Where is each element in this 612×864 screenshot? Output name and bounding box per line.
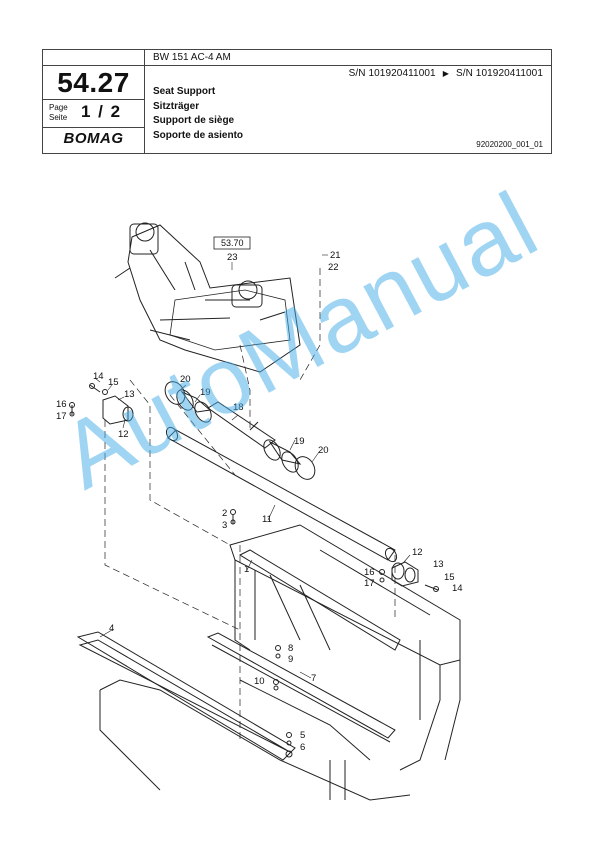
divider (43, 65, 551, 66)
tube-part-11 (165, 426, 398, 563)
bolt-part-2-3 (230, 509, 236, 525)
callout-14: 14 (93, 371, 104, 382)
divider (43, 127, 144, 128)
leader-lines (94, 254, 411, 679)
bolt-part-10 (273, 679, 279, 691)
serial-from: S/N 101920411001 (348, 68, 436, 79)
callout-5: 5 (300, 730, 305, 741)
strip-part-7 (206, 632, 396, 743)
section-number: 54.27 (57, 67, 130, 98)
exploded-parts-diagram: 53.70 23 21 22 14 15 16 17 13 12 20 19 1… (56, 222, 463, 801)
bolt-part-8-9 (275, 645, 281, 659)
callout-23: 23 (227, 252, 238, 263)
callout-18: 18 (233, 402, 244, 413)
callout-22: 22 (328, 262, 339, 273)
ring-part-20-right (294, 456, 316, 480)
bomag-logo: BOMAG (63, 130, 124, 147)
page-number: 1 / 2 (81, 102, 121, 121)
callout-16: 16 (56, 399, 67, 410)
callout-10: 10 (254, 676, 265, 687)
page-label-de: Seite (49, 113, 68, 122)
callouts: 53.70 23 21 22 14 15 16 17 13 12 20 19 1… (56, 238, 463, 753)
ref-box-label: 53.70 (221, 238, 244, 248)
callout-8: 8 (288, 643, 293, 654)
callout-3: 3 (222, 520, 227, 531)
title-en: Seat Support (153, 86, 216, 97)
callout-15: 15 (108, 377, 119, 388)
callout-14b: 14 (452, 583, 463, 594)
callout-12b: 12 (412, 547, 423, 558)
callout-16b: 16 (364, 567, 375, 578)
seat-console-part-23 (114, 222, 301, 373)
rail-part-4 (76, 631, 296, 761)
title-fr: Support de siège (153, 115, 235, 126)
bearing-part-13-left (102, 395, 134, 425)
frame-part-1 (229, 524, 461, 771)
callout-9: 9 (288, 654, 293, 665)
callout-13b: 13 (433, 559, 444, 570)
bolt-part-5-6 (286, 732, 292, 746)
callout-15b: 15 (444, 572, 455, 583)
page-label: Page Seite (49, 103, 68, 123)
callout-2: 2 (222, 508, 227, 519)
serial-to: S/N 101920411001 (455, 68, 543, 79)
callout-21: 21 (330, 250, 341, 261)
model-name: BW 151 AC-4 AM (153, 52, 231, 63)
callout-20: 20 (180, 374, 191, 385)
bushing-part-19-left (176, 389, 212, 423)
header-block: BW 151 AC-4 AM S/N 101920411001▶S/N 1019… (42, 49, 552, 154)
callout-20b: 20 (318, 445, 329, 456)
bolts-left (69, 383, 108, 417)
callout-1: 1 (244, 564, 249, 575)
arrow-right-icon: ▶ (442, 69, 449, 78)
serial-range: S/N 101920411001 ▶ S/N 101920411001 (349, 68, 543, 79)
bolts-right (379, 569, 439, 592)
title-es: Soporte de asiento (153, 129, 244, 141)
callout-11: 11 (262, 514, 272, 525)
callout-6: 6 (300, 742, 305, 753)
callout-12: 12 (118, 429, 129, 440)
callout-7: 7 (311, 673, 316, 684)
callout-19b: 19 (294, 436, 305, 447)
callout-4: 4 (109, 623, 114, 634)
reference-box (213, 236, 251, 250)
page-label-en: Page (49, 103, 68, 112)
ring-part-20-left (164, 381, 186, 405)
title-de: Sitzträger (153, 100, 200, 112)
page-titles: Seat Support Sitzträger Support de siège… (153, 85, 243, 143)
base-body (99, 679, 411, 801)
bracket-part-18 (207, 401, 276, 449)
callout-17b: 17 (364, 578, 375, 589)
bushing-part-19-right (263, 439, 302, 473)
drawing-id: 92020200_001_01 (476, 140, 543, 149)
assembly-lines (104, 268, 396, 740)
divider (144, 50, 145, 153)
callout-13: 13 (124, 389, 135, 400)
callout-19: 19 (200, 387, 211, 398)
divider (43, 99, 144, 100)
callout-17: 17 (56, 411, 67, 422)
